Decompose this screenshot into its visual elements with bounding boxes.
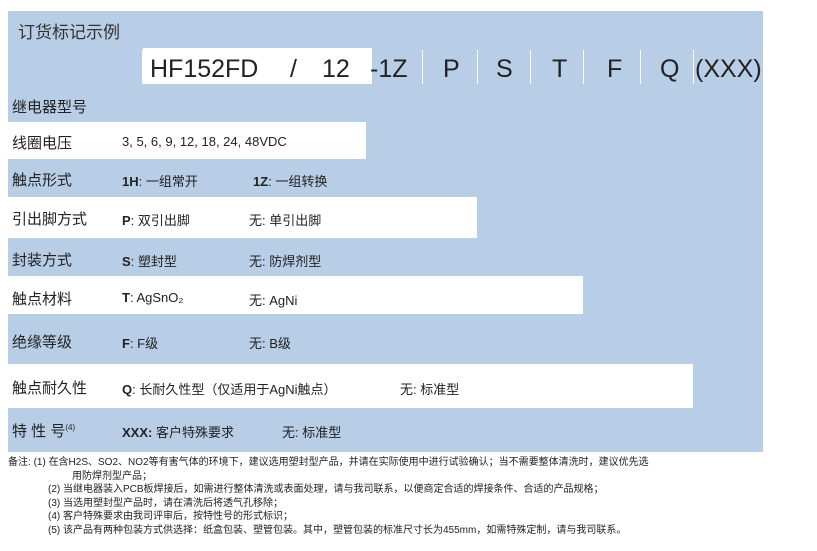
step-contact — [366, 84, 763, 159]
label-insulation: 绝缘等级 — [12, 334, 73, 351]
code-p: P — [443, 55, 460, 83]
note-2: (2) 当继电器装入PCB板焊接后，如需进行整体清洗或表面处理，请与我司联系，以… — [48, 484, 604, 495]
code-divider — [316, 50, 317, 84]
seal-option-1: S: 塑封型 — [122, 254, 177, 269]
code-divider — [477, 50, 478, 84]
contact-option-2: 1Z: 一组转换 — [253, 174, 328, 189]
row-white — [8, 122, 366, 159]
step-pins — [477, 197, 763, 238]
row-white — [8, 197, 477, 238]
code-voltage: 12 — [322, 55, 350, 83]
step-durability — [693, 364, 763, 408]
main-block — [8, 44, 763, 84]
durability-option-2: 无: 标准型 — [400, 382, 460, 397]
code-divider — [640, 50, 641, 84]
label-terminal-type: 引出脚方式 — [12, 211, 88, 228]
material-option-2: 无: AgNi — [249, 293, 298, 308]
code-divider — [530, 50, 531, 84]
step-contact-row — [8, 159, 763, 197]
step-insulation — [8, 314, 763, 364]
code-cell-white — [316, 48, 366, 84]
code-s: S — [496, 55, 513, 83]
voltage-values: 3, 5, 6, 9, 12, 18, 24, 48VDC — [122, 134, 287, 149]
label-durability: 触点耐久性 — [12, 380, 88, 397]
seal-option-2: 无: 防焊剂型 — [249, 254, 322, 269]
label-relay-type: 继电器型号 — [12, 99, 88, 116]
page-title: 订货标记示例 — [18, 23, 120, 42]
code-contact: -1Z — [370, 55, 408, 83]
insulation-option-2: 无: B级 — [249, 336, 291, 351]
durability-option-1: Q: 长耐久性型（仅适用于AgNi触点） — [122, 382, 337, 397]
code-divider — [693, 50, 694, 84]
pins-option-1: P: 双引出脚 — [122, 213, 190, 228]
code-cell-white — [366, 48, 372, 84]
code-cell-white — [143, 48, 316, 84]
note-1: 备注: (1) 在含H2S、SO2、NO2等有害气体的环境下，建议选用塑封型产品… — [8, 457, 649, 468]
special-option-2: 无: 标准型 — [282, 425, 342, 440]
contact-option-1: 1H: 一组常开 — [122, 174, 198, 189]
step-voltage — [8, 84, 366, 122]
note-1-cont: 用防焊剂型产品； — [72, 470, 152, 482]
code-q: Q — [660, 55, 680, 83]
label-contact-material: 触点材料 — [12, 291, 73, 308]
row-white — [8, 364, 693, 408]
code-divider — [142, 50, 143, 84]
row-white — [8, 276, 583, 314]
code-f: F — [607, 55, 623, 83]
note-4: (4) 客户特殊要求由我司评审后，按特性号的形式标识； — [48, 511, 293, 522]
step-seal — [8, 238, 763, 276]
special-option-1: XXX: 客户特殊要求 — [122, 425, 234, 440]
label-special-code: 特 性 号(4) — [12, 423, 76, 440]
insulation-option-1: F: F级 — [122, 336, 159, 351]
code-separator: / — [290, 55, 297, 83]
code-divider — [583, 50, 584, 84]
code-xxx: (XXX) — [695, 55, 762, 83]
material-option-1: T: AgSnO₂ — [122, 290, 184, 305]
note-5: (5) 该产品有两种包装方式供选择：纸盒包装、塑管包装。其中，塑管包装的标准尺寸… — [48, 524, 627, 536]
code-t: T — [552, 55, 568, 83]
title-bar — [8, 11, 763, 44]
code-model: HF152FD — [150, 55, 259, 83]
label-enclosure: 封装方式 — [12, 252, 73, 269]
notes-section: 备注: (1) 在含H2S、SO2、NO2等有害气体的环境下，建议选用塑封型产品… — [8, 456, 649, 537]
label-contact-form: 触点形式 — [12, 172, 73, 189]
label-coil-voltage: 线圈电压 — [12, 135, 73, 152]
note-3: (3) 当选用塑封型产品时，请在清洗后将透气孔移除； — [48, 497, 283, 509]
step-material — [583, 276, 763, 314]
step-special — [8, 408, 763, 452]
code-divider — [422, 50, 423, 84]
code-divider — [366, 50, 367, 84]
pins-option-2: 无: 单引出脚 — [249, 213, 322, 228]
